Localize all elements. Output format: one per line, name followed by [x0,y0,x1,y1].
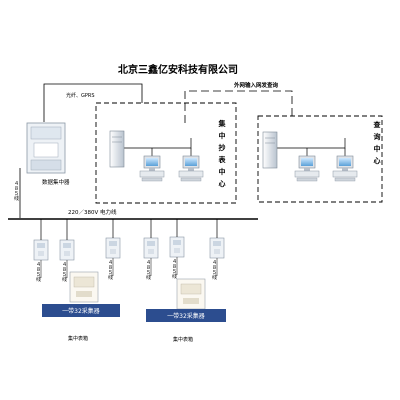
workstation-left-1 [139,155,165,182]
collector-banner-left [42,304,120,317]
meter-485-label-2: ４８５线 [62,262,67,283]
gprs-link-label: 光纤、GPRS [66,92,95,99]
powerline-label: 220／380V 电力线 [68,208,117,216]
server-right [262,131,278,169]
electric-meter-3 [105,237,121,259]
electric-meter-1 [33,239,49,261]
meter-485-label-3: ４８５线 [108,260,113,281]
gprs-link-line [43,83,143,122]
electric-meter-2 [59,239,75,261]
collector-banner-left-text: 一带32采集器 [62,307,100,315]
company-title: 北京三鑫亿安科技有限公司 [118,63,238,76]
collector-banner-right-text: 一带32采集器 [167,312,205,320]
right-center-name: 查询中心 [374,120,382,165]
meter-485-label-5: ４８５线 [172,259,177,280]
electric-meter-4 [143,237,159,259]
workstation-left-2 [178,155,204,182]
meter-485-label-4: ４８５线 [146,260,151,281]
meter-485-label-6: ４８５线 [212,260,217,281]
meter-485-label-1: ４８５线 [36,262,41,283]
collector-unit-right [176,278,206,310]
collector-unit-left [69,271,99,303]
concentrator-485-label: ４８５线 [14,181,19,202]
data-concentrator [26,122,66,174]
collector-banner-right [146,309,226,322]
right-center-box [257,115,383,203]
electric-meter-6 [209,237,225,259]
external-link-label: 外网输入网发查询 [234,81,279,89]
meter-box-label-right: 集中表箱 [173,336,193,343]
left-center-name: 集中抄表中心 [218,119,227,188]
external-link-line [184,90,293,123]
workstation-right-1 [294,155,320,182]
workstation-right-2 [332,155,358,182]
server-left [109,130,125,168]
concentrator-label: 数据集中器 [42,178,70,186]
meter-box-label-left: 集中表箱 [68,335,88,342]
electric-meter-5 [169,236,185,258]
